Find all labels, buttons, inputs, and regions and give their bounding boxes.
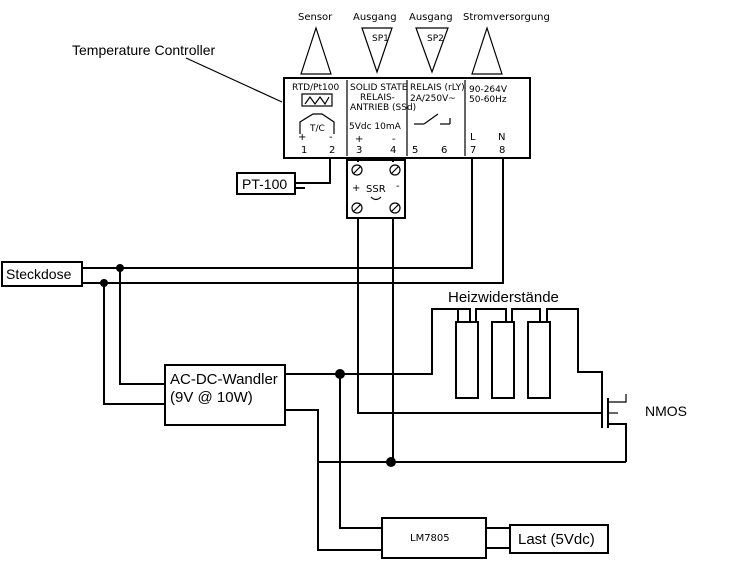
relay-switch-symbol	[414, 113, 451, 125]
wire-lm7805-in	[339, 374, 382, 529]
steckdose-label: Steckdose	[6, 266, 72, 282]
ssr-minus: -	[396, 181, 400, 192]
wire-ssr-to-gate	[357, 218, 602, 414]
controller-pointer	[185, 57, 283, 103]
sp1-label: SP1	[372, 34, 389, 44]
ssr-block: + - SSR	[346, 159, 406, 219]
heater-resistors	[455, 308, 603, 399]
sensor-triangle	[300, 26, 332, 75]
acdc-line1: AC-DC-Wandler	[170, 371, 278, 388]
wire-acdc-N	[103, 283, 165, 405]
nmos-label: NMOS	[645, 403, 687, 419]
junction-ground	[386, 457, 396, 467]
stromversorgung-label: Stromversorgung	[463, 12, 550, 23]
pol-minus-4: -	[392, 134, 396, 145]
ssr-section-line4: 5Vdc 10mA	[349, 122, 402, 132]
terminal-6: 6	[441, 145, 447, 156]
terminal-4: 4	[390, 145, 396, 156]
lm7805-label: LM7805	[410, 533, 450, 544]
acdc-line2: (9V @ 10W)	[170, 389, 253, 406]
nmos-transistor	[601, 394, 627, 462]
relay-section-line1: RELAIS (rLY)	[410, 83, 465, 93]
ssr-section-line1: SOLID STATE	[350, 83, 408, 93]
lm7805-box	[381, 517, 487, 559]
terminal-1: 1	[301, 145, 307, 156]
ssr-section-line3: ANTRIEB (SSd)	[350, 103, 416, 113]
wire-pt100-2	[295, 158, 331, 184]
pol-plus-1: +	[298, 132, 306, 143]
rtd-resistor-symbol	[301, 93, 333, 107]
sp2-label: SP2	[427, 34, 444, 44]
terminal-7: 7	[470, 145, 476, 156]
ssr-plus: +	[352, 183, 360, 194]
terminal-l-label: L	[470, 132, 476, 143]
wire-acdc-L	[119, 268, 165, 385]
wire-mains-L	[82, 158, 473, 269]
last-box	[509, 524, 609, 554]
sensor-label: Sensor	[298, 12, 333, 23]
relay-section-line2: 2A/250V~	[410, 94, 456, 104]
wire-mains-N	[82, 158, 504, 284]
power-section-line1: 90-264V	[469, 85, 508, 95]
power-section-line2: 50-60Hz	[469, 95, 507, 105]
sensor-section-label: RTD/Pt100	[292, 83, 339, 93]
ausgang2-label: Ausgang	[409, 12, 453, 23]
acdc-box	[164, 364, 286, 426]
heizwiderstaende-label: Heizwiderstände	[448, 289, 559, 306]
pol-plus-3: +	[355, 134, 363, 145]
last-label: Last (5Vdc)	[518, 531, 595, 548]
terminal-3: 3	[356, 145, 362, 156]
controller-block: RTD/Pt100 T/C + - SOLID STATE RELAIS- AN…	[283, 77, 531, 159]
tc-label: T/C	[309, 124, 325, 134]
wire-dc-plus	[285, 308, 458, 375]
terminal-2: 2	[329, 145, 335, 156]
controller-title: Temperature Controller	[72, 42, 216, 58]
power-triangle	[471, 26, 503, 75]
pt100-label: PT-100	[242, 176, 287, 192]
pol-minus-1: -	[329, 132, 333, 143]
thermocouple-symbol	[299, 113, 335, 134]
terminal-5: 5	[412, 145, 418, 156]
sp1-triangle: SP1	[361, 27, 393, 74]
sp2-triangle: SP2	[415, 27, 449, 74]
steckdose-box	[1, 261, 83, 287]
ssr-label: SSR	[366, 184, 386, 195]
terminal-n-label: N	[498, 132, 505, 143]
terminal-8: 8	[499, 145, 505, 156]
ssr-section-line2: RELAIS-	[360, 93, 395, 103]
ausgang1-label: Ausgang	[353, 12, 397, 23]
